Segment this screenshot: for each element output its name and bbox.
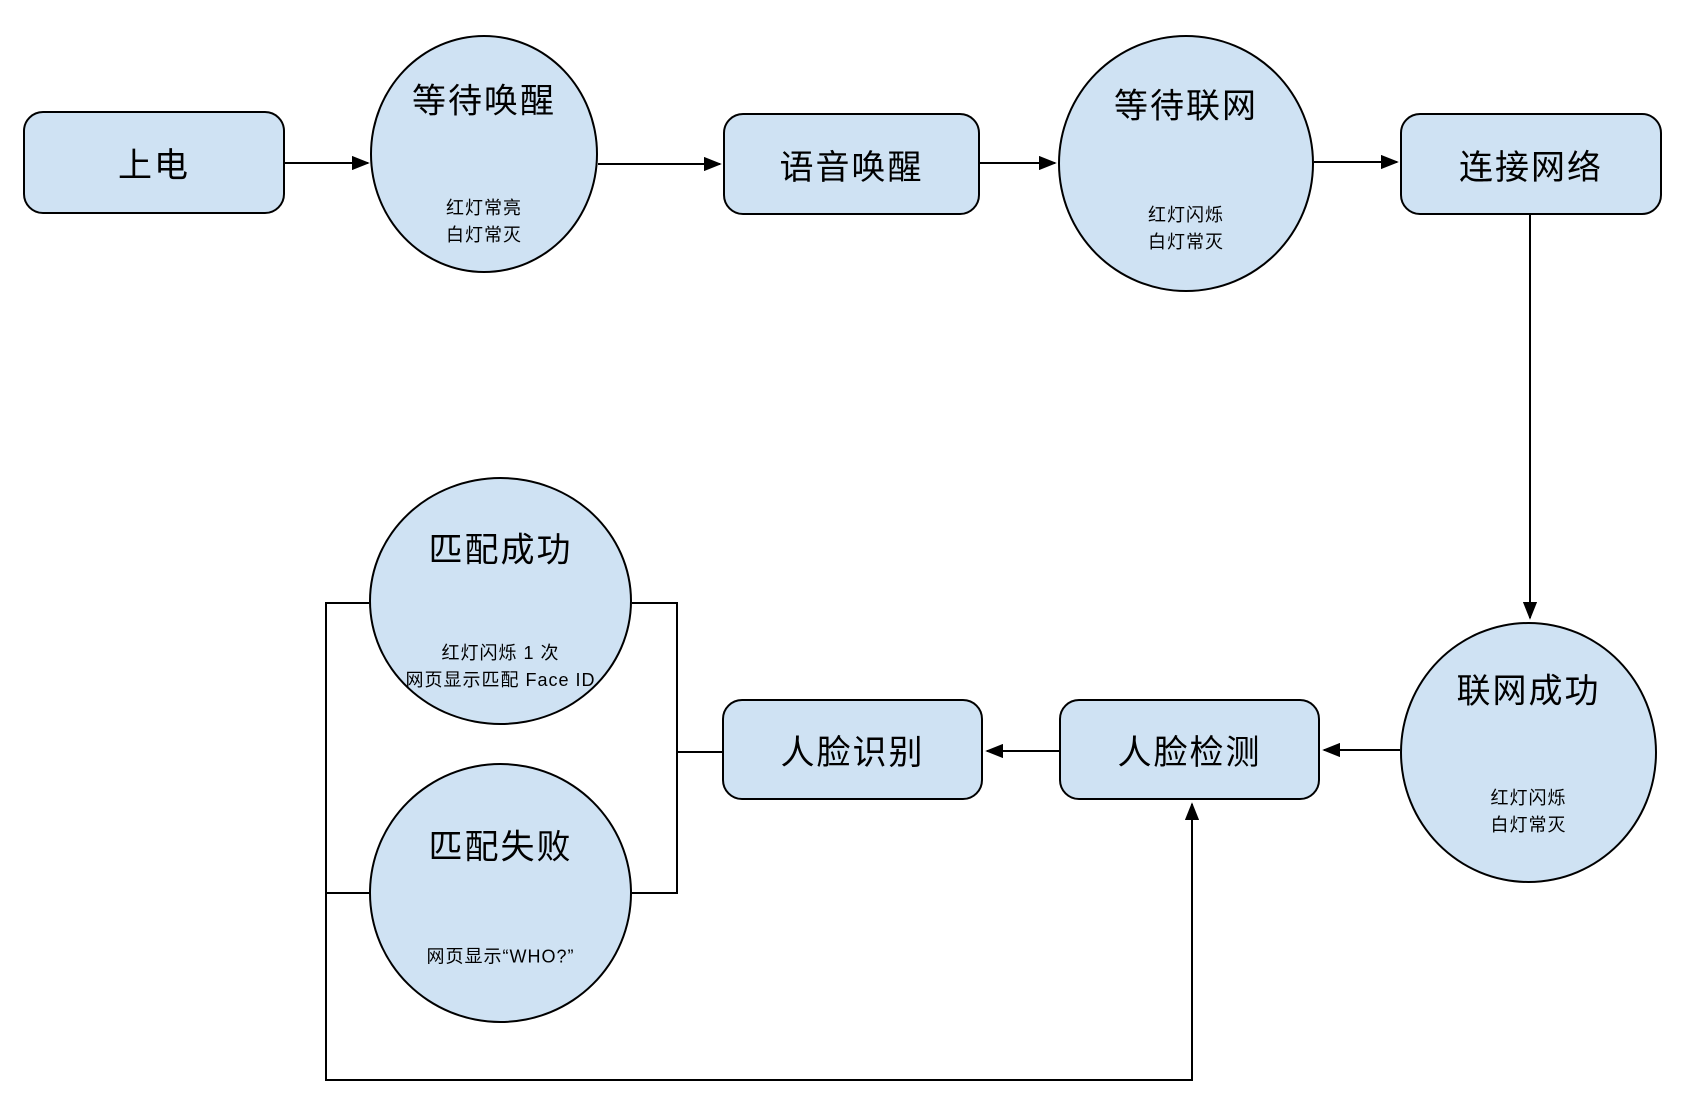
node-connect-network: 连接网络 <box>1400 113 1662 215</box>
node-match-success: 匹配成功 红灯闪烁 1 次 网页显示匹配 Face ID <box>369 477 632 725</box>
edge-bracket-right-match-circles <box>632 602 678 894</box>
node-face-recognize-label: 人脸识别 <box>780 734 925 772</box>
node-face-detect: 人脸检测 <box>1059 699 1320 800</box>
edge-loop-back-to-face-detect <box>325 602 1200 1081</box>
node-network-success-label: 联网成功 <box>1456 672 1601 711</box>
node-wait-wake-label: 等待唤醒 <box>412 82 556 121</box>
node-power-on: 上电 <box>23 111 285 214</box>
node-match-fail-detail: 网页显示“WHO?” <box>426 946 575 967</box>
node-wait-wake-detail: 红灯常亮 白灯常灭 <box>446 197 522 245</box>
node-wait-network-detail: 红灯闪烁 白灯常灭 <box>1148 205 1224 253</box>
node-connect-network-label: 连接网络 <box>1459 148 1603 187</box>
node-match-fail: 匹配失败 网页显示“WHO?” <box>369 763 632 1023</box>
node-voice-wake-label: 语音唤醒 <box>779 148 924 187</box>
node-wait-network: 等待联网 红灯闪烁 白灯常灭 <box>1058 35 1314 292</box>
node-wait-network-label: 等待联网 <box>1114 87 1258 126</box>
node-power-on-label: 上电 <box>118 147 190 185</box>
node-face-recognize: 人脸识别 <box>722 699 983 800</box>
node-match-fail-label: 匹配失败 <box>428 828 573 867</box>
node-network-success: 联网成功 红灯闪烁 白灯常灭 <box>1400 622 1657 883</box>
node-match-success-detail: 红灯闪烁 1 次 网页显示匹配 Face ID <box>405 642 596 690</box>
node-network-success-detail: 红灯闪烁 白灯常灭 <box>1490 787 1567 835</box>
node-match-success-label: 匹配成功 <box>428 531 573 570</box>
node-voice-wake: 语音唤醒 <box>723 113 980 215</box>
node-face-detect-label: 人脸检测 <box>1117 734 1262 772</box>
node-wait-wake: 等待唤醒 红灯常亮 白灯常灭 <box>370 35 598 273</box>
